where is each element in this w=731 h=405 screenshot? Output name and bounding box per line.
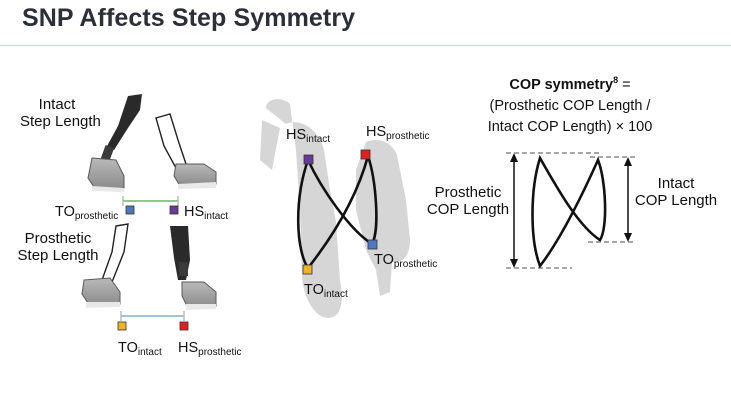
prosthetic-step-length-label-line2: Step Length bbox=[17, 247, 99, 264]
hs-prosthetic-marker bbox=[360, 149, 371, 160]
middle-to-prosthetic-label-main: TO bbox=[374, 252, 394, 268]
middle-hs-intact-label-sub: intact bbox=[306, 134, 331, 145]
middle-hs-intact-label: HSintact bbox=[286, 127, 330, 145]
to-intact-label-sub: intact bbox=[137, 347, 162, 358]
middle-hs-prosthetic-label-sub: prosthetic bbox=[386, 131, 430, 142]
hs-intact-marker bbox=[303, 154, 314, 165]
intact-leg-icon bbox=[81, 223, 129, 308]
middle-to-intact-label-sub: intact bbox=[323, 289, 348, 300]
cop-symmetry-formula: COP symmetry8 = (Prosthetic COP Length /… bbox=[470, 72, 670, 136]
prosthetic-cop-length-label-line1: Prosthetic bbox=[434, 184, 502, 201]
middle-to-intact-label-main: TO bbox=[304, 282, 324, 298]
to-prosthetic-label-sub: prosthetic bbox=[74, 211, 119, 222]
formula-heading: COP symmetry8 = bbox=[470, 72, 670, 94]
intact-step-length-bar bbox=[122, 196, 179, 206]
intact-cop-length-label: Intact COP Length bbox=[628, 175, 724, 209]
prosthetic-step-illustration bbox=[81, 223, 217, 310]
middle-to-intact-label: TOintact bbox=[304, 282, 348, 300]
hs-intact-label-main: HS bbox=[184, 204, 205, 220]
formula-equals: = bbox=[618, 76, 631, 93]
intact-step-length-label: Intact Step Length bbox=[20, 96, 101, 130]
to-prosthetic-marker bbox=[125, 205, 135, 215]
hs-intact-label: HSintact bbox=[184, 204, 228, 222]
hs-intact-label-sub: intact bbox=[204, 211, 229, 222]
prosthetic-step-length-bar bbox=[120, 311, 185, 321]
hs-intact-marker bbox=[169, 205, 179, 215]
to-prosthetic-label: TOprosthetic bbox=[55, 204, 118, 222]
prosthetic-cop-length-label: Prosthetic COP Length bbox=[420, 184, 516, 218]
prosthetic-leg-icon bbox=[87, 94, 142, 192]
hs-prosthetic-marker bbox=[179, 321, 189, 331]
to-intact-marker bbox=[117, 321, 127, 331]
intact-step-illustration bbox=[87, 94, 217, 192]
prosthetic-leg-icon bbox=[170, 226, 217, 310]
middle-to-prosthetic-label-sub: prosthetic bbox=[393, 259, 438, 270]
hs-prosthetic-label-sub: prosthetic bbox=[198, 347, 242, 358]
formula-superscript: 8 bbox=[613, 75, 619, 85]
intact-leg-icon bbox=[155, 113, 217, 189]
middle-hs-prosthetic-label-main: HS bbox=[366, 124, 387, 140]
cop-length-diagram bbox=[506, 152, 636, 269]
formula-heading-text: COP symmetry bbox=[509, 76, 614, 93]
to-prosthetic-marker bbox=[367, 239, 378, 250]
prosthetic-cop-length-label-line2: COP Length bbox=[426, 201, 510, 218]
hs-prosthetic-label-main: HS bbox=[178, 340, 199, 356]
title-divider bbox=[0, 45, 731, 46]
formula-line2: (Prosthetic COP Length / bbox=[489, 97, 651, 114]
intact-cop-length-label-line2: COP Length bbox=[634, 192, 718, 209]
intact-step-length-label-line1: Intact bbox=[38, 96, 76, 113]
prosthetic-step-length-label: Prosthetic Step Length bbox=[8, 230, 108, 264]
intact-step-length-label-line2: Step Length bbox=[20, 113, 101, 130]
to-intact-label-main: TO bbox=[118, 340, 138, 356]
to-prosthetic-label-main: TO bbox=[55, 204, 75, 220]
prosthetic-step-length-label-line1: Prosthetic bbox=[24, 230, 92, 247]
page-title: SNP Affects Step Symmetry bbox=[22, 4, 356, 32]
to-intact-marker bbox=[302, 264, 313, 275]
feet-silhouette bbox=[260, 99, 410, 318]
middle-to-prosthetic-label: TOprosthetic bbox=[374, 252, 437, 270]
formula-line3: Intact COP Length) × 100 bbox=[487, 118, 653, 135]
middle-hs-prosthetic-label: HSprosthetic bbox=[366, 124, 430, 142]
middle-hs-intact-label-main: HS bbox=[286, 127, 307, 143]
intact-cop-length-label-line1: Intact bbox=[657, 175, 695, 192]
to-intact-label: TOintact bbox=[118, 340, 162, 358]
hs-prosthetic-label: HSprosthetic bbox=[178, 340, 242, 358]
